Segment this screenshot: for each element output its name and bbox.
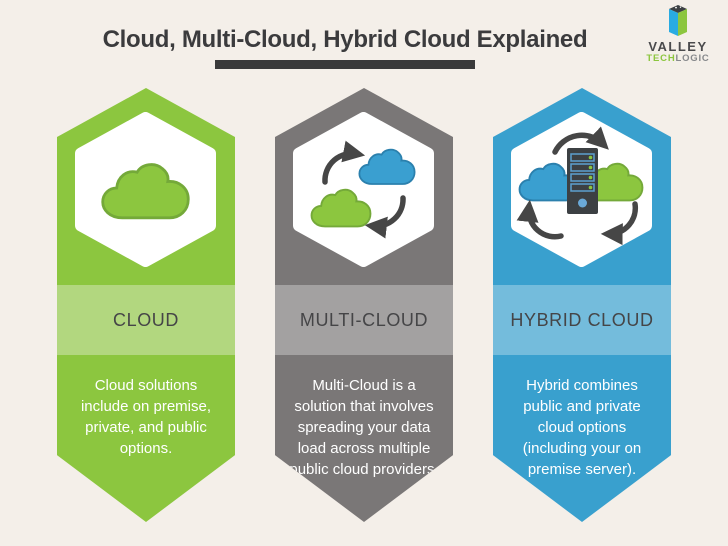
multi-cloud-sync-icon xyxy=(293,112,434,267)
column-multi-cloud-body: Multi-Cloud is a solution that involves … xyxy=(275,355,453,522)
logo-valley-text: VALLEY xyxy=(648,39,708,54)
valley-techlogic-logo: VALLEY TECHLOGIC xyxy=(636,4,720,64)
logo-logic-text: LOGIC xyxy=(675,53,710,64)
column-multi-cloud-title-band: MULTI-CLOUD xyxy=(275,285,453,355)
column-hybrid-cloud: HYBRID CLOUD Hybrid combines public and … xyxy=(493,88,671,522)
column-cloud-title-band: CLOUD xyxy=(57,285,235,355)
column-hybrid-cloud-top xyxy=(493,88,671,285)
column-hybrid-cloud-description: Hybrid combines public and private cloud… xyxy=(522,377,642,478)
column-hybrid-cloud-title-band: HYBRID CLOUD xyxy=(493,285,671,355)
column-multi-cloud-top xyxy=(275,88,453,285)
column-cloud-top xyxy=(57,88,235,285)
column-cloud-description: Cloud solutions include on premise, priv… xyxy=(80,377,212,457)
logo-techlogic-text: TECHLOGIC xyxy=(636,53,720,64)
cloud-icon xyxy=(75,112,216,267)
column-cloud-body: Cloud solutions include on premise, priv… xyxy=(57,355,235,522)
hybrid-server-cloud-icon xyxy=(511,112,652,267)
column-multi-cloud-title: MULTI-CLOUD xyxy=(299,309,429,330)
column-cloud-title: CLOUD xyxy=(112,309,179,330)
column-multi-cloud: MULTI-CLOUD Multi-Cloud is a solution th… xyxy=(275,88,453,522)
column-cloud: CLOUD Cloud solutions include on premise… xyxy=(57,88,235,522)
column-multi-cloud-description: Multi-Cloud is a solution that involves … xyxy=(289,377,439,478)
column-hybrid-cloud-title: HYBRID CLOUD xyxy=(510,309,654,330)
title-underline-bar xyxy=(215,60,475,69)
column-hybrid-cloud-body: Hybrid combines public and private cloud… xyxy=(493,355,671,522)
logo-tech-text: TECH xyxy=(646,53,676,64)
page-title: Cloud, Multi-Cloud, Hybrid Cloud Explain… xyxy=(102,26,588,53)
logo-cube-icon xyxy=(669,5,687,36)
